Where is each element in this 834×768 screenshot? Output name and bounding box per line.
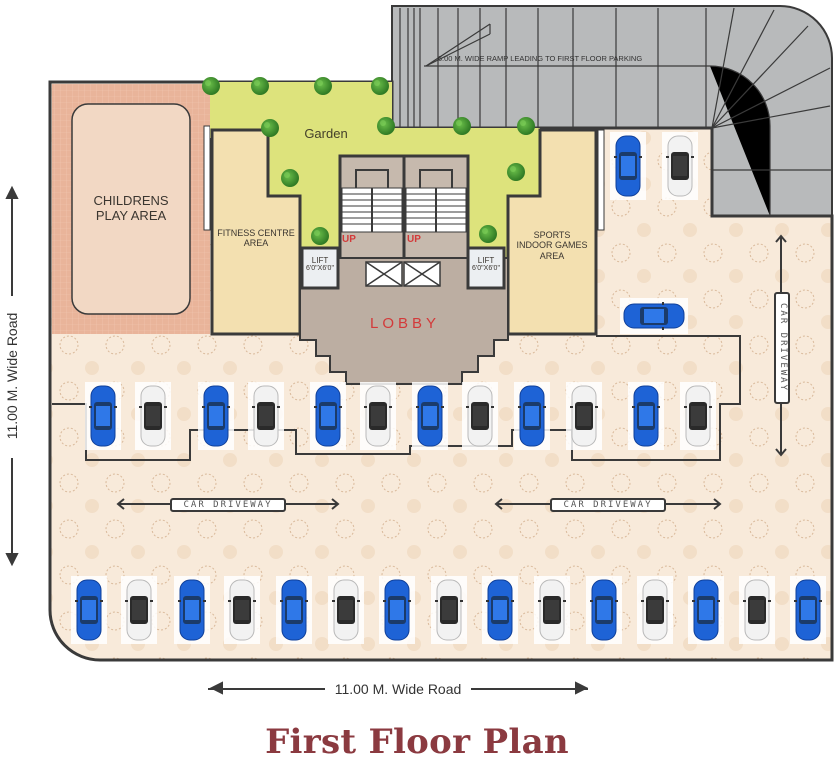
white-car-icon xyxy=(328,576,364,644)
white-car-icon xyxy=(739,576,775,644)
car-driveway-right-label: CAR DRIVEWAY xyxy=(550,498,666,512)
blue-car-icon xyxy=(610,132,646,200)
blue-car-icon xyxy=(174,576,210,644)
fitness-line-2: AREA xyxy=(243,238,269,249)
blue-car-icon xyxy=(198,382,234,450)
tree-icon xyxy=(261,119,279,137)
blue-car-icon xyxy=(71,576,107,644)
tree-icon xyxy=(453,117,471,135)
road-arrow-line-left xyxy=(208,688,325,690)
blue-car-icon xyxy=(412,382,448,450)
road-arrows xyxy=(5,185,589,695)
lift-left-size: 6'0"X6'0" xyxy=(306,265,334,273)
white-car-icon xyxy=(462,382,498,450)
blue-car-icon xyxy=(482,576,518,644)
tree-icon xyxy=(314,77,332,95)
garden-label: Garden xyxy=(304,126,348,141)
lift-left-label: LIFT 6'0"X6'0" xyxy=(302,256,338,273)
tree-icon xyxy=(507,163,525,181)
lift-right-title: LIFT xyxy=(477,256,495,265)
blue-car-icon xyxy=(85,382,121,450)
white-car-icon xyxy=(224,576,260,644)
white-car-icon xyxy=(637,576,673,644)
blue-car-icon xyxy=(310,382,346,450)
fitness-centre-label: FITNESS CENTRE AREA xyxy=(212,228,300,249)
blue-car-icon xyxy=(628,382,664,450)
childrens-play-area xyxy=(52,84,211,334)
ramp xyxy=(391,5,833,217)
white-car-icon xyxy=(534,576,570,644)
play-area-line-1: CHILDRENS xyxy=(93,193,169,208)
tree-icon xyxy=(479,225,497,243)
white-car-icon xyxy=(431,576,467,644)
car-driveway-vertical-label: CAR DRIVEWAY xyxy=(774,292,790,404)
childrens-play-area-label: CHILDRENS PLAY AREA xyxy=(72,193,190,224)
left-road-label: 11.00 M. Wide Road xyxy=(4,312,20,440)
lift-right-size: 6'0"X6'0" xyxy=(472,265,500,273)
lobby-label: LOBBY xyxy=(369,315,441,332)
sports-indoor-games-label: SPORTS INDOOR GAMES AREA xyxy=(508,230,596,261)
lift-left xyxy=(300,246,340,290)
white-car-icon xyxy=(680,382,716,450)
bottom-road-label: 11.00 M. Wide Road xyxy=(334,681,462,697)
bottom-road-indicator: 11.00 M. Wide Road xyxy=(208,680,588,698)
tree-icon xyxy=(517,117,535,135)
stair-up-left-label: UP xyxy=(342,234,356,245)
blue-car-icon xyxy=(514,382,550,450)
white-car-icon xyxy=(248,382,284,450)
staircase xyxy=(338,154,470,262)
lift-doors xyxy=(365,261,441,287)
tree-icon xyxy=(202,77,220,95)
lift-right-label: LIFT 6'0"X6'0" xyxy=(468,256,504,273)
tree-icon xyxy=(281,169,299,187)
sports-line-1: SPORTS xyxy=(533,230,571,240)
tree-icon xyxy=(377,117,395,135)
stair-up-right-label: UP xyxy=(407,234,421,245)
tree-icon xyxy=(251,77,269,95)
ramp-label: 6.00 M. WIDE RAMP LEADING TO FIRST FLOOR… xyxy=(437,54,643,63)
parking-bay-outline xyxy=(52,335,741,461)
car-driveway-left-label: CAR DRIVEWAY xyxy=(170,498,286,512)
white-car-icon xyxy=(662,132,698,200)
white-car-icon xyxy=(121,576,157,644)
tree-icon xyxy=(311,227,329,245)
road-arrow-line-right xyxy=(471,688,588,690)
white-car-icon xyxy=(566,382,602,450)
sports-line-2: INDOOR GAMES xyxy=(516,240,588,251)
left-road-indicator: 11.00 M. Wide Road xyxy=(0,188,24,564)
blue-car-icon xyxy=(790,576,826,644)
fitness-line-1: FITNESS CENTRE xyxy=(217,228,295,238)
blue-car-icon xyxy=(586,576,622,644)
sports-line-3: AREA xyxy=(539,250,565,261)
lift-left-title: LIFT xyxy=(311,256,329,265)
white-car-icon xyxy=(360,382,396,450)
lift-right xyxy=(466,246,506,290)
trees xyxy=(202,77,535,245)
white-car-icon xyxy=(135,382,171,450)
blue-car-icon xyxy=(688,576,724,644)
blue-car-icon xyxy=(379,576,415,644)
plan-title: First Floor Plan xyxy=(265,722,569,762)
play-area-line-2: PLAY AREA xyxy=(95,207,167,223)
tree-icon xyxy=(371,77,389,95)
blue-car-icon xyxy=(276,576,312,644)
blue-car-icon xyxy=(620,298,688,334)
cars xyxy=(71,132,826,644)
